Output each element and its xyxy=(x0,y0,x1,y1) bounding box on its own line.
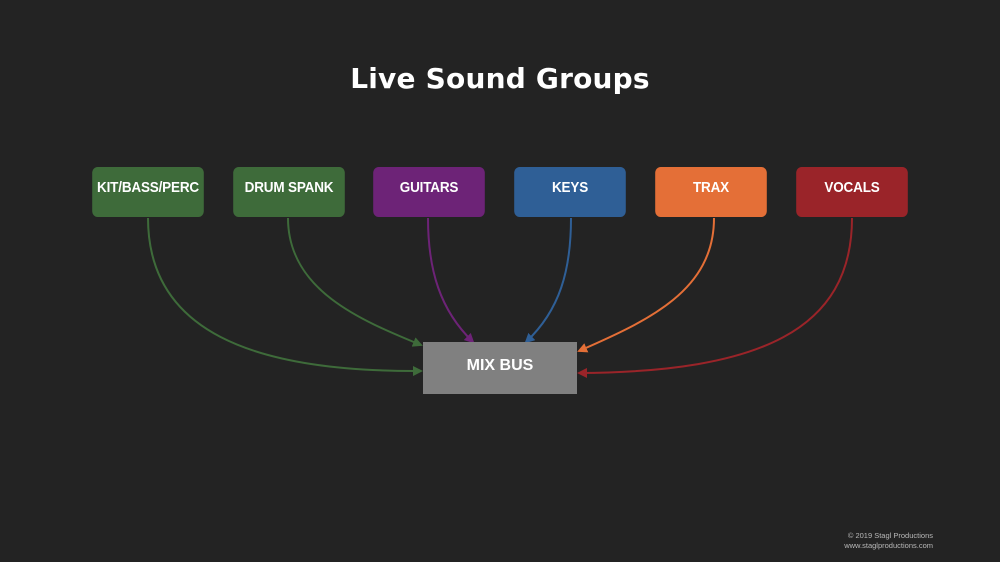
group-box-drum-spank: DRUM SPANK xyxy=(233,167,345,217)
group-box-kit-bass-perc: KIT/BASS/PERC xyxy=(92,167,204,217)
arrow-drum-spank-to-mix-bus xyxy=(287,217,423,347)
arrow-keys-to-mix-bus xyxy=(524,217,572,344)
group-box-keys: KEYS xyxy=(514,167,626,217)
website-text: www.staglproductions.com xyxy=(844,541,933,550)
arrow-guitars-to-mix-bus xyxy=(427,217,475,344)
copyright-text: © 2019 Stagl Productions xyxy=(847,531,933,540)
group-box-trax: TRAX xyxy=(655,167,767,217)
group-box-guitars: GUITARS xyxy=(373,167,485,217)
group-box-vocals: VOCALS xyxy=(796,167,908,217)
arrow-kit-bass-perc-to-mix-bus xyxy=(147,217,423,377)
mix-bus-box: MIX BUS xyxy=(423,342,577,394)
footer-credits: © 2019 Stagl Productions www.staglproduc… xyxy=(844,531,933,551)
page-title: Live Sound Groups xyxy=(350,62,650,95)
arrow-vocals-to-mix-bus xyxy=(577,217,853,378)
arrow-trax-to-mix-bus xyxy=(577,217,715,353)
